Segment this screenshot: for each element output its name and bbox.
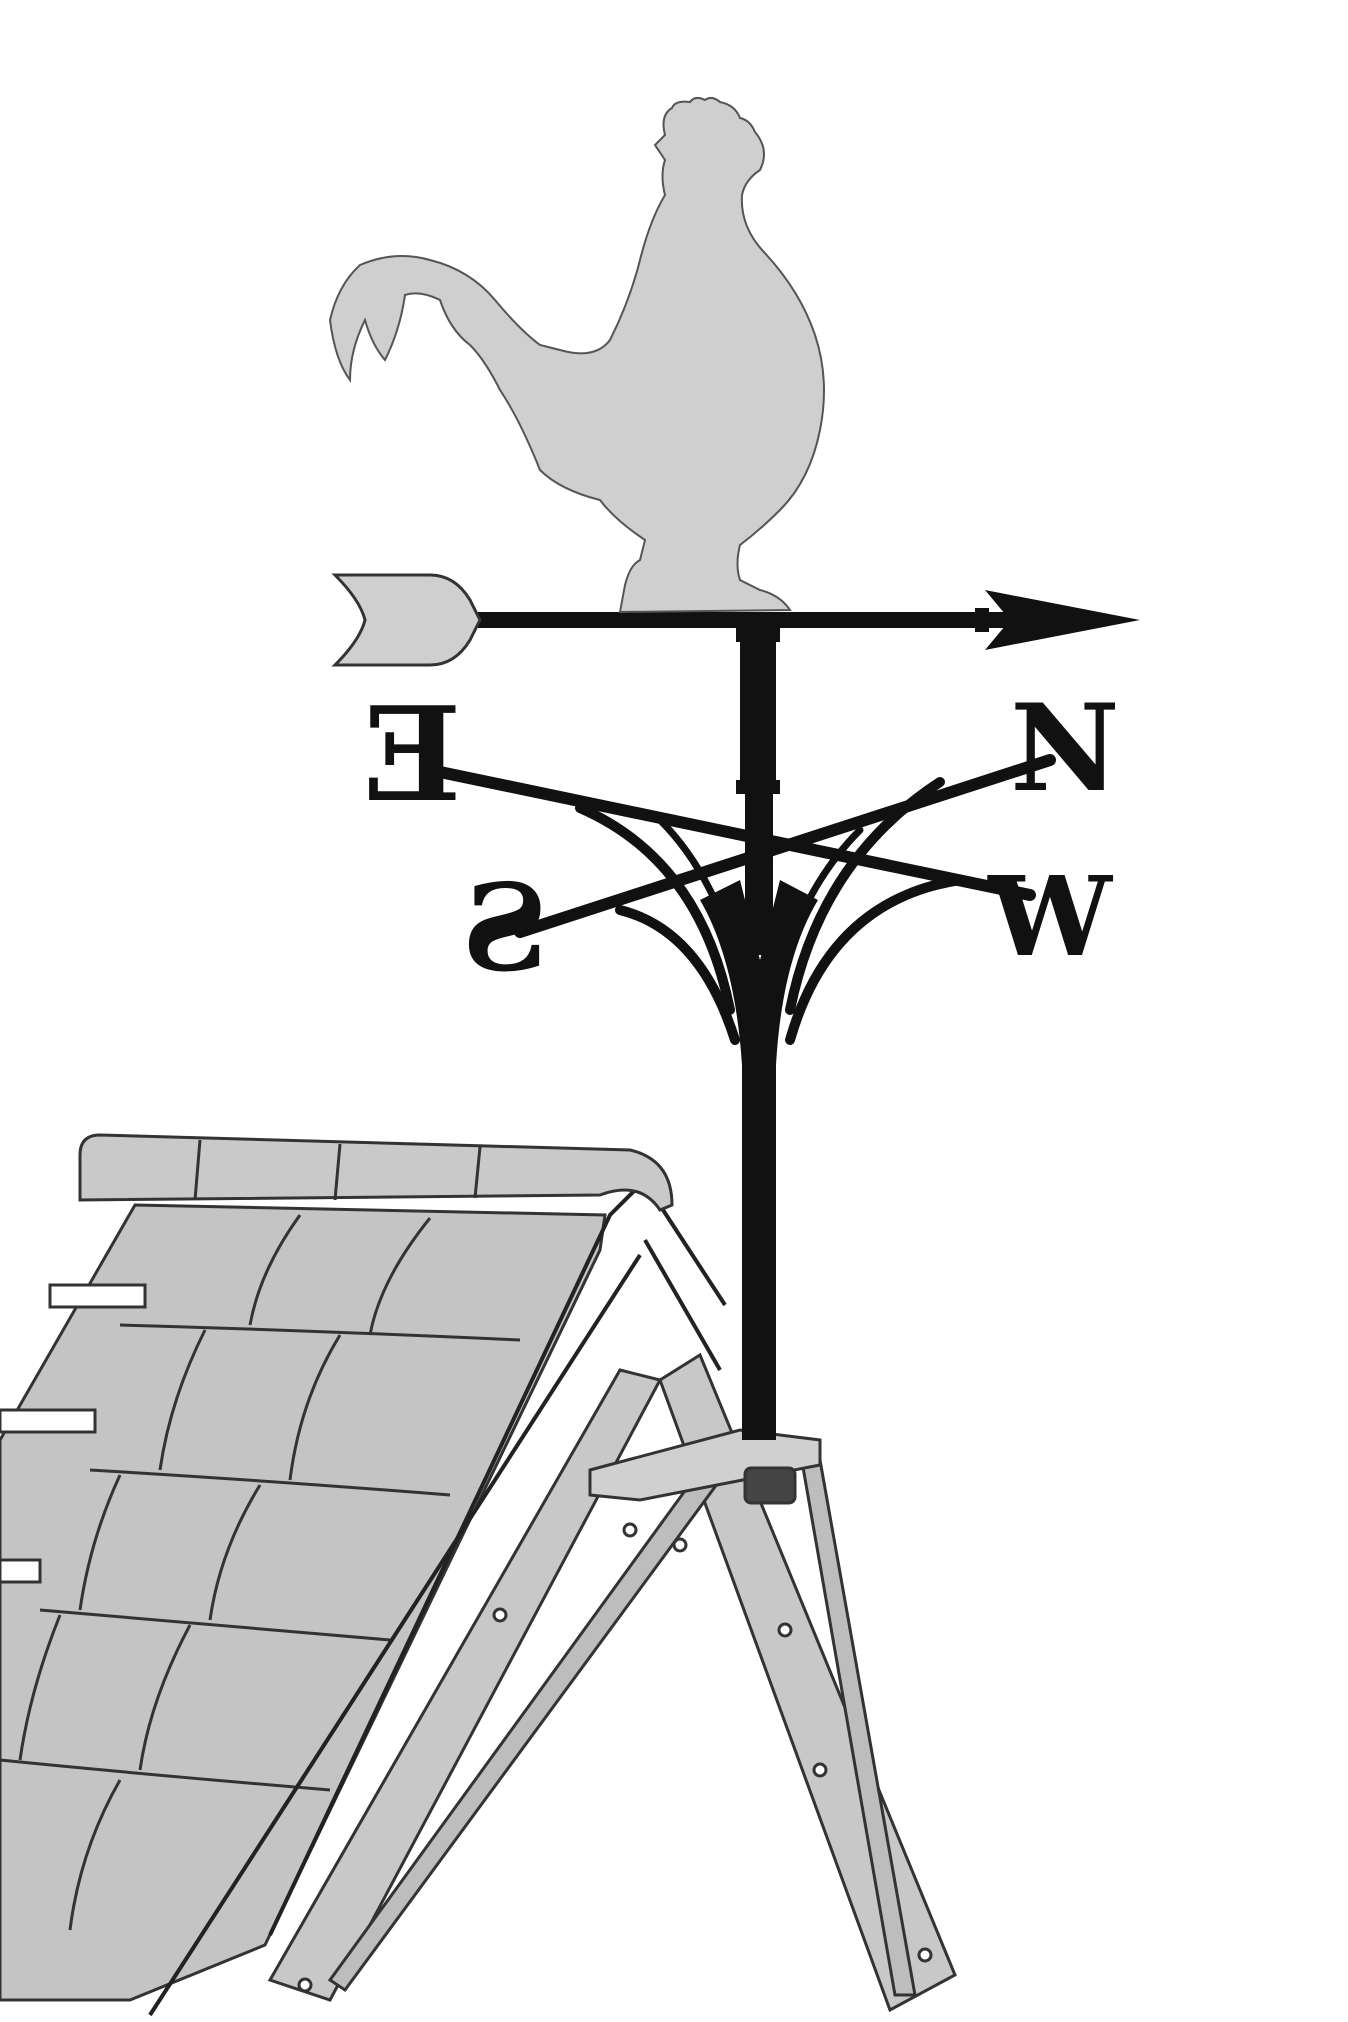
compass-letter-north: N [1010,678,1120,819]
compass-letter-south: S [462,858,549,999]
bracket-clamp-nut [743,1466,797,1505]
bracket-bolt-holes [297,1522,933,1993]
rooster-silhouette-icon [328,96,825,614]
bracket-top-plate [588,1428,822,1502]
roof-tile-surface [0,1203,607,2002]
roof-battens [0,1283,147,1584]
arrow-head-icon [985,590,1140,650]
mounting-bracket [267,1352,957,2013]
compass-letters: E N W S [362,678,1119,999]
roof-ridge-cap [78,1133,674,1212]
bracket-left-leg [267,1368,663,2002]
vane-pole [700,625,818,1440]
roof-tile-rows [0,1214,521,1931]
compass-letter-west: W [987,852,1113,981]
roof [0,1133,727,2017]
pointer-arrow [331,573,1140,667]
arrow-tail-fin-icon [331,573,482,667]
compass-arms [434,754,1056,1045]
compass-letter-east: E [362,678,461,831]
